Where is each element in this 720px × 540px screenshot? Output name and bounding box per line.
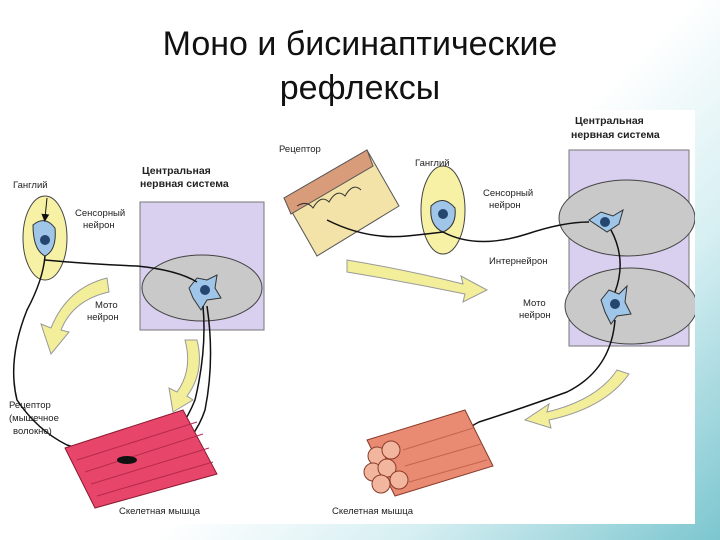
muscle-fiber-end-5 bbox=[371, 474, 391, 494]
motor-nucleus-left bbox=[200, 285, 210, 295]
slide-title: Моно и бисинаптические рефлексы bbox=[0, 22, 720, 110]
motor-nucleus-right bbox=[610, 299, 620, 309]
muscle-striations-right bbox=[402, 427, 488, 483]
arrow-efferent-right bbox=[523, 369, 630, 429]
skeletal-muscle-left bbox=[64, 409, 218, 509]
central-fiber-left bbox=[44, 259, 198, 283]
motor-label-left-1: Мото bbox=[95, 300, 118, 311]
ganglion-pointer-left bbox=[41, 197, 50, 222]
receptor-label-left-1: Рецептор bbox=[9, 400, 51, 411]
cns-label-left-1: Центральная bbox=[142, 165, 211, 177]
motor-label-right-1: Мото bbox=[523, 298, 546, 309]
title-line-1: Моно и бисинаптические bbox=[162, 25, 558, 63]
arrow-afferent-right bbox=[346, 259, 489, 303]
muscle-label-right: Скелетная мышца bbox=[332, 506, 414, 517]
ganglion-label-left: Ганглий bbox=[13, 180, 48, 191]
title-line-2: рефлексы bbox=[279, 69, 441, 107]
muscle-fiber-end-2 bbox=[381, 440, 401, 460]
gray-matter-right-upper bbox=[558, 179, 695, 257]
receptor-label-left-2: (мышечное bbox=[9, 413, 59, 424]
cns-label-left-2: нервная система bbox=[140, 178, 229, 190]
sensory-nucleus-left bbox=[40, 235, 50, 245]
skin-papillae bbox=[296, 186, 362, 209]
interneuron-nucleus bbox=[600, 217, 610, 227]
motor-label-right-2: нейрон bbox=[519, 310, 551, 321]
motor-label-left-2: нейрон bbox=[87, 312, 119, 323]
reflex-diagram: Центральная нервная система Ганглий Сенс… bbox=[9, 115, 695, 517]
diagram-panel: Центральная нервная система Ганглий Сенс… bbox=[7, 110, 695, 524]
sensory-nucleus-right bbox=[438, 209, 448, 219]
cns-label-right-2: нервная система bbox=[571, 129, 660, 141]
sensory-label-left-2: нейрон bbox=[83, 220, 115, 231]
cns-label-right-1: Центральная bbox=[575, 115, 644, 127]
muscle-spindle-left bbox=[117, 456, 137, 464]
gray-matter-right-lower bbox=[564, 267, 695, 345]
monosynaptic-reflex: Центральная нервная система Ганглий Сенс… bbox=[9, 165, 265, 517]
interneuron-axon bbox=[610, 229, 621, 293]
sensory-label-left-1: Сенсорный bbox=[75, 208, 125, 219]
muscle-striations-left bbox=[76, 421, 214, 497]
arrow-efferent-left bbox=[168, 339, 200, 413]
disynaptic-reflex: Рецептор Ганглий Сенсорный нейрон Центра… bbox=[279, 115, 695, 517]
central-fiber-right bbox=[442, 221, 590, 243]
muscle-fiber-end-6 bbox=[389, 470, 409, 490]
receptor-label-left-3: волокно) bbox=[13, 426, 52, 437]
sensory-label-right-2: нейрон bbox=[489, 200, 521, 211]
sensory-label-right-1: Сенсорный bbox=[483, 188, 533, 199]
receptor-label-right: Рецептор bbox=[279, 144, 321, 155]
ganglion-label-right: Ганглий bbox=[415, 158, 450, 169]
afferent-fiber-right bbox=[326, 219, 444, 238]
muscle-label-left: Скелетная мышца bbox=[119, 506, 201, 517]
skin-epidermis bbox=[283, 149, 374, 215]
interneuron-label: Интернейрон bbox=[489, 256, 548, 267]
arrow-afferent-left bbox=[40, 277, 110, 356]
